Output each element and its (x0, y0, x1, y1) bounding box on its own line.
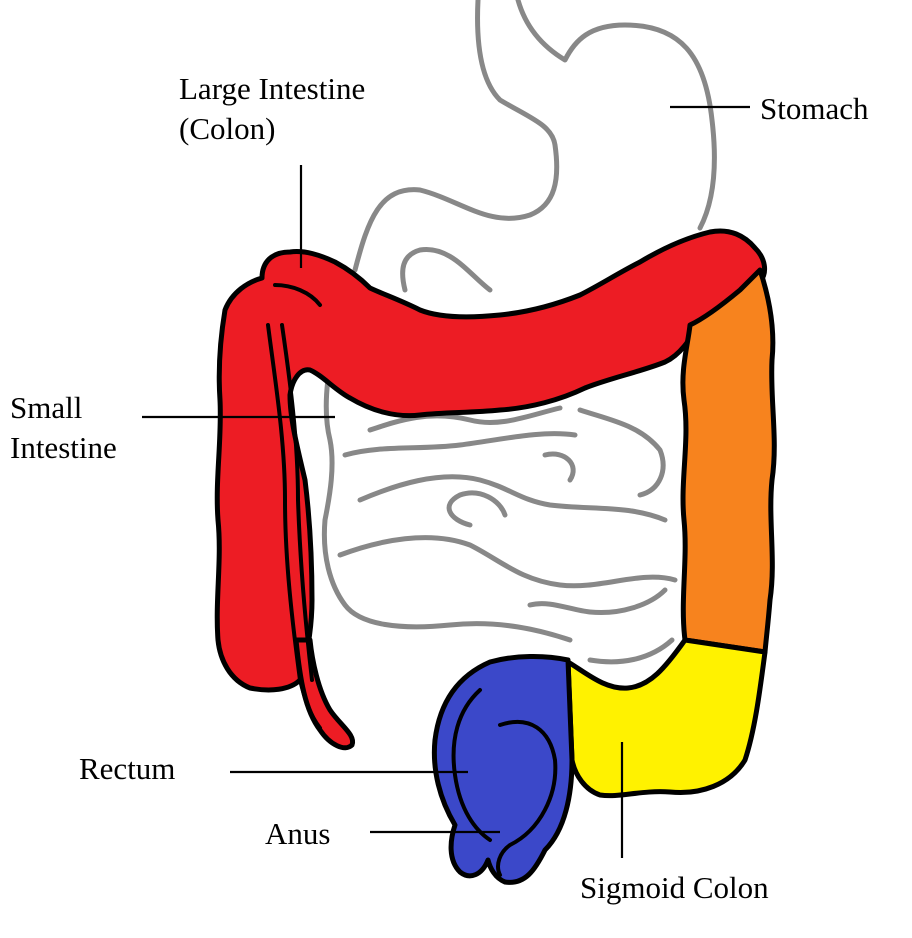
large-intestine-label-line1: Large Intestine (179, 71, 365, 106)
stomach-outline (352, 0, 717, 293)
sigmoid-colon-label: Sigmoid Colon (580, 870, 769, 905)
anus-label: Anus (265, 816, 330, 851)
large-intestine-shape (214, 228, 768, 751)
small-intestine-label-line1: Small (10, 390, 82, 425)
rectum-shape (431, 653, 575, 885)
large-intestine-label-line2: (Colon) (179, 111, 275, 146)
small-intestine-outline (321, 362, 678, 665)
descending-colon-shape (680, 267, 777, 655)
rectum-label: Rectum (79, 751, 175, 786)
small-intestine-label-line2: Intestine (10, 430, 117, 465)
sigmoid-colon-shape (565, 637, 768, 799)
stomach-label: Stomach (760, 91, 869, 126)
